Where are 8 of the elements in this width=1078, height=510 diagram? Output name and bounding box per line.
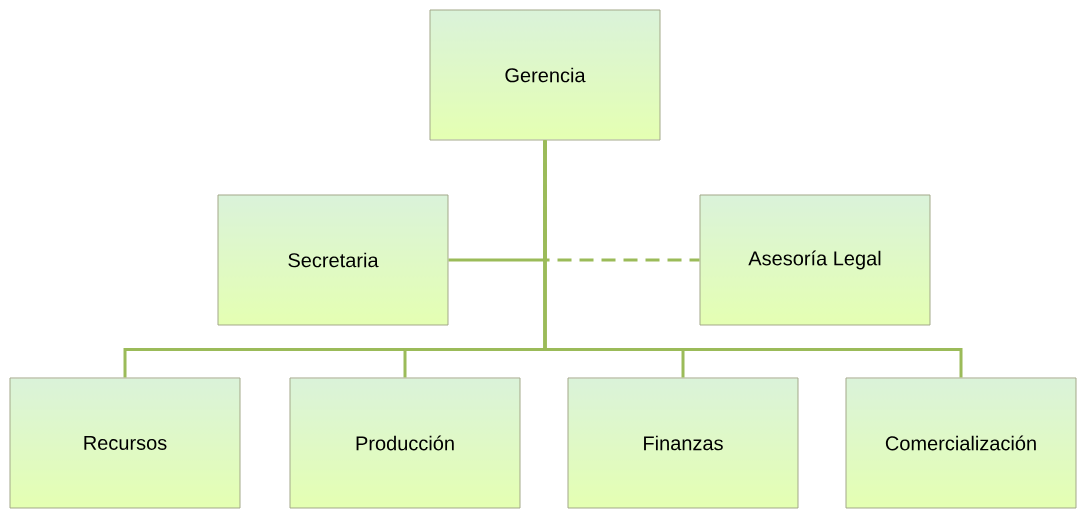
org-box: Asesoría Legal bbox=[699, 194, 931, 326]
org-box: Recursos bbox=[9, 377, 241, 509]
connector-line bbox=[543, 140, 963, 378]
org-box: Producción bbox=[289, 377, 521, 509]
org-box: Finanzas bbox=[567, 377, 799, 509]
org-box: Gerencia bbox=[429, 9, 661, 141]
org-box: Secretaria bbox=[217, 194, 449, 326]
org-box: Comercialización bbox=[845, 377, 1077, 509]
